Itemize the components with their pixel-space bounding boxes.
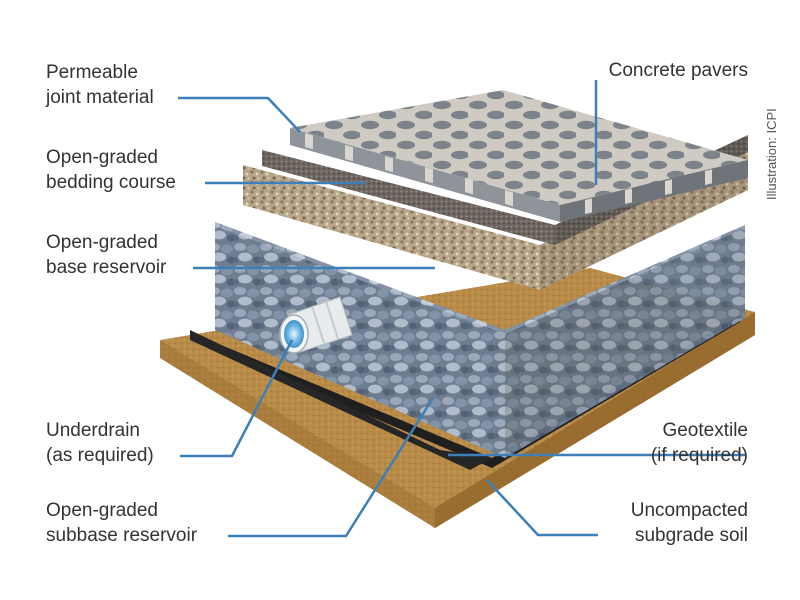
leader-subbase-reservoir (228, 397, 435, 538)
label-line: Concrete pavers (608, 60, 748, 81)
label-line: joint material (46, 87, 154, 108)
label-geotextile: Geotextile (if required) (651, 418, 748, 468)
label-line: (as required) (46, 445, 154, 466)
label-bedding-course: Open-graded bedding course (46, 145, 176, 195)
underdrain-pipe (279, 296, 353, 354)
label-line: Uncompacted (630, 500, 748, 521)
label-line: Geotextile (662, 420, 748, 441)
leader-underdrain (180, 339, 294, 458)
label-base-reservoir: Open-graded base reservoir (46, 230, 166, 280)
label-subgrade-soil: Uncompacted subgrade soil (631, 498, 748, 548)
label-underdrain: Underdrain (as required) (46, 418, 154, 468)
leader-lines (178, 80, 745, 538)
label-line: subbase reservoir (46, 525, 198, 546)
illustration-credit: Illustration: ICPI (764, 108, 779, 200)
label-line: Underdrain (46, 420, 140, 441)
label-permeable-joint-material: Permeable joint material (46, 60, 154, 110)
label-line: Open-graded (46, 147, 158, 168)
label-line: Permeable (46, 62, 138, 83)
pipe-icon (284, 320, 304, 348)
leader-permeable-joint (178, 96, 301, 133)
label-subbase-reservoir: Open-graded subbase reservoir (46, 498, 197, 548)
label-line: Open-graded (46, 232, 158, 253)
concrete-pavers-layer (290, 90, 748, 222)
label-line: (if required) (650, 445, 748, 466)
label-line: Open-graded (46, 500, 158, 521)
leader-subgrade-soil (486, 479, 598, 537)
label-line: bedding course (46, 172, 176, 193)
label-line: base reservoir (46, 257, 167, 278)
label-concrete-pavers: Concrete pavers (609, 58, 748, 83)
label-line: subgrade soil (634, 525, 748, 546)
